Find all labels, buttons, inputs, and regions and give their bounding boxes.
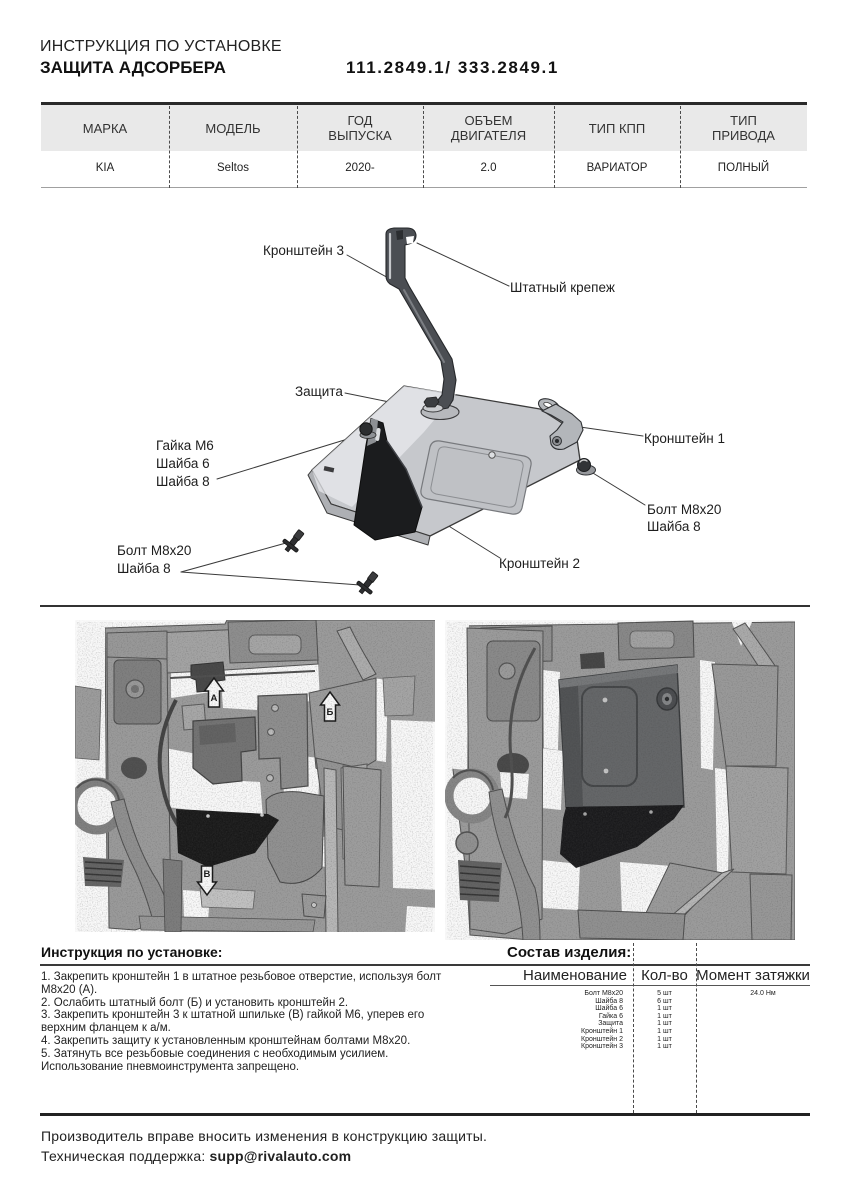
- svg-text:Шайба 8: Шайба 8: [156, 474, 210, 489]
- svg-text:Защита: Защита: [295, 384, 343, 399]
- svg-text:Шайба 8: Шайба 8: [647, 519, 701, 534]
- svg-text:Гайка М6: Гайка М6: [156, 438, 214, 453]
- svg-text:Штатный крепеж: Штатный крепеж: [510, 280, 615, 295]
- svg-text:Болт М8х20: Болт М8х20: [647, 502, 721, 517]
- svg-text:Кронштейн 1: Кронштейн 1: [644, 431, 725, 446]
- svg-text:Шайба 8: Шайба 8: [117, 561, 171, 576]
- svg-text:Болт М8х20: Болт М8х20: [117, 543, 191, 558]
- svg-text:Кронштейн 3: Кронштейн 3: [263, 243, 344, 258]
- svg-text:Шайба 6: Шайба 6: [156, 456, 210, 471]
- svg-text:Кронштейн 2: Кронштейн 2: [499, 556, 580, 571]
